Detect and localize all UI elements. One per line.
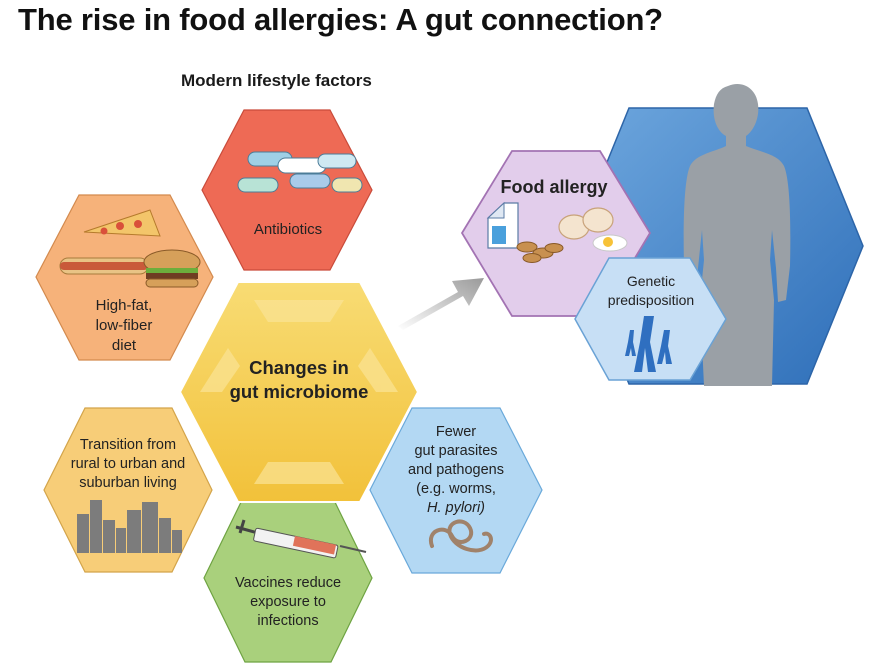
milk-carton-icon [486, 201, 519, 249]
microbiome-label-line-2: gut microbiome [230, 381, 369, 402]
microbiome-label-line-1: Changes in [249, 357, 349, 378]
diet-label-line-3: diet [112, 337, 137, 354]
parasites-label-line-1: Fewer [436, 424, 476, 440]
eggs-icon [558, 207, 628, 252]
city-skyline-icon [77, 500, 182, 553]
microbiome-hexagon [178, 281, 420, 503]
food-allergy-label: Food allergy [500, 177, 607, 197]
diagram-title: The rise in food allergies: A gut connec… [18, 2, 663, 37]
syringe-icon [235, 519, 367, 559]
genetic-label-line-1: Genetic [627, 273, 675, 289]
diet-label-line-2: low-fiber [96, 317, 153, 334]
urban-label-line-1: Transition from [80, 437, 176, 453]
parasites-hexagon [369, 407, 543, 574]
parasites-label-line-4: (e.g. worms, [416, 481, 496, 497]
vaccines-label-line-2: exposure to [250, 594, 326, 610]
peanuts-icon [516, 241, 564, 263]
vaccines-label-line-1: Vaccines reduce [235, 575, 341, 591]
microbiome-inner-pattern [200, 300, 398, 484]
parasites-label-line-3: and pathogens [408, 462, 504, 478]
antibiotics-hexagon [201, 109, 373, 271]
vaccines-label-line-3: infections [257, 613, 318, 629]
microbiome-to-allergy-arrow [398, 278, 484, 330]
worm-icon [428, 519, 493, 553]
genetic-label-line-2: predisposition [608, 292, 694, 308]
urban-label-line-3: suburban living [79, 475, 177, 491]
pizza-hotdog-burger-icon [59, 209, 201, 288]
diet-label-line-1: High-fat, [96, 297, 153, 314]
pills-icon [237, 151, 363, 193]
parasites-label-line-2: gut parasites [414, 443, 497, 459]
diet-hexagon [35, 194, 214, 361]
chromosome-icon [625, 316, 672, 372]
diagram-subtitle: Modern lifestyle factors [181, 71, 372, 90]
urban-label-line-2: rural to urban and [71, 456, 185, 472]
parasites-label-line-5: H. pylori) [427, 500, 485, 516]
antibiotics-label: Antibiotics [254, 221, 322, 238]
